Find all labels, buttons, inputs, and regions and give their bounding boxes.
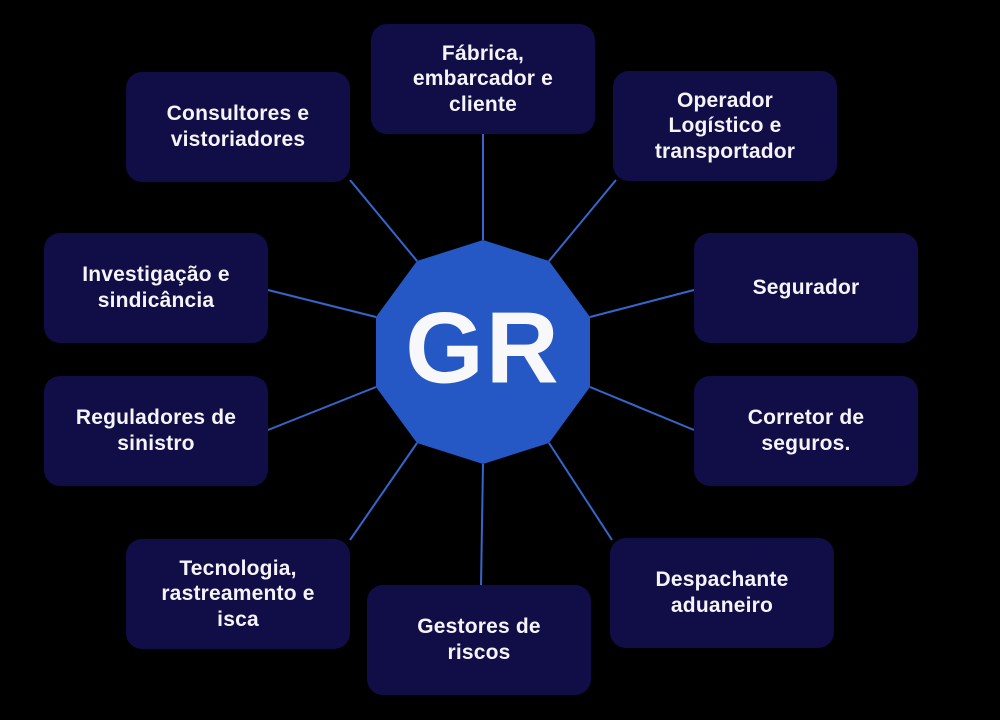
node-label: Segurador <box>752 276 860 300</box>
node-tecnologia-rastreamento-isca: Tecnologia, rastreamento e isca <box>126 539 350 649</box>
node-investigacao-sindicancia: Investigação e sindicância <box>44 233 268 343</box>
connector-line-investigacao <box>267 289 377 318</box>
node-label: Fábrica, embarcador e cliente <box>412 41 554 116</box>
connector-line-despachante <box>548 442 613 541</box>
hub-label: GR <box>405 292 561 405</box>
node-consultores-vistoriadores: Consultores e vistoriadores <box>126 72 350 182</box>
node-despachante-aduaneiro: Despachante aduaneiro <box>610 538 834 648</box>
node-label: Consultores e vistoriadores <box>166 102 310 151</box>
node-fabrica-embarcador-cliente: Fábrica, embarcador e cliente <box>371 24 595 134</box>
node-label: Reguladores de sinistro <box>75 406 237 455</box>
connector-line-operador <box>548 179 617 262</box>
connector-line-gestores <box>480 463 484 587</box>
node-label: Tecnologia, rastreamento e isca <box>161 556 315 631</box>
node-gestores-riscos: Gestores de riscos <box>367 585 591 695</box>
node-label: Investigação e sindicância <box>82 263 230 312</box>
hub-decagon <box>376 240 590 464</box>
node-label: Despachante aduaneiro <box>655 568 789 617</box>
connector-line-consultores <box>349 179 418 262</box>
connector-line-reguladores <box>267 386 377 431</box>
node-segurador: Segurador <box>694 233 918 343</box>
node-label: Gestores de riscos <box>417 615 541 664</box>
node-label: Operador Logístico e transportador <box>654 88 796 163</box>
node-operador-logistico-transportador: Operador Logístico e transportador <box>613 71 837 181</box>
connector-lines <box>267 134 695 587</box>
connector-line-segurador <box>589 289 695 318</box>
connector-line-tecnologia <box>349 442 418 541</box>
node-corretor-seguros: Corretor de seguros. <box>694 376 918 486</box>
connector-line-corretor <box>589 386 695 431</box>
node-reguladores-sinistro: Reguladores de sinistro <box>44 376 268 486</box>
node-label: Corretor de seguros. <box>747 406 865 455</box>
